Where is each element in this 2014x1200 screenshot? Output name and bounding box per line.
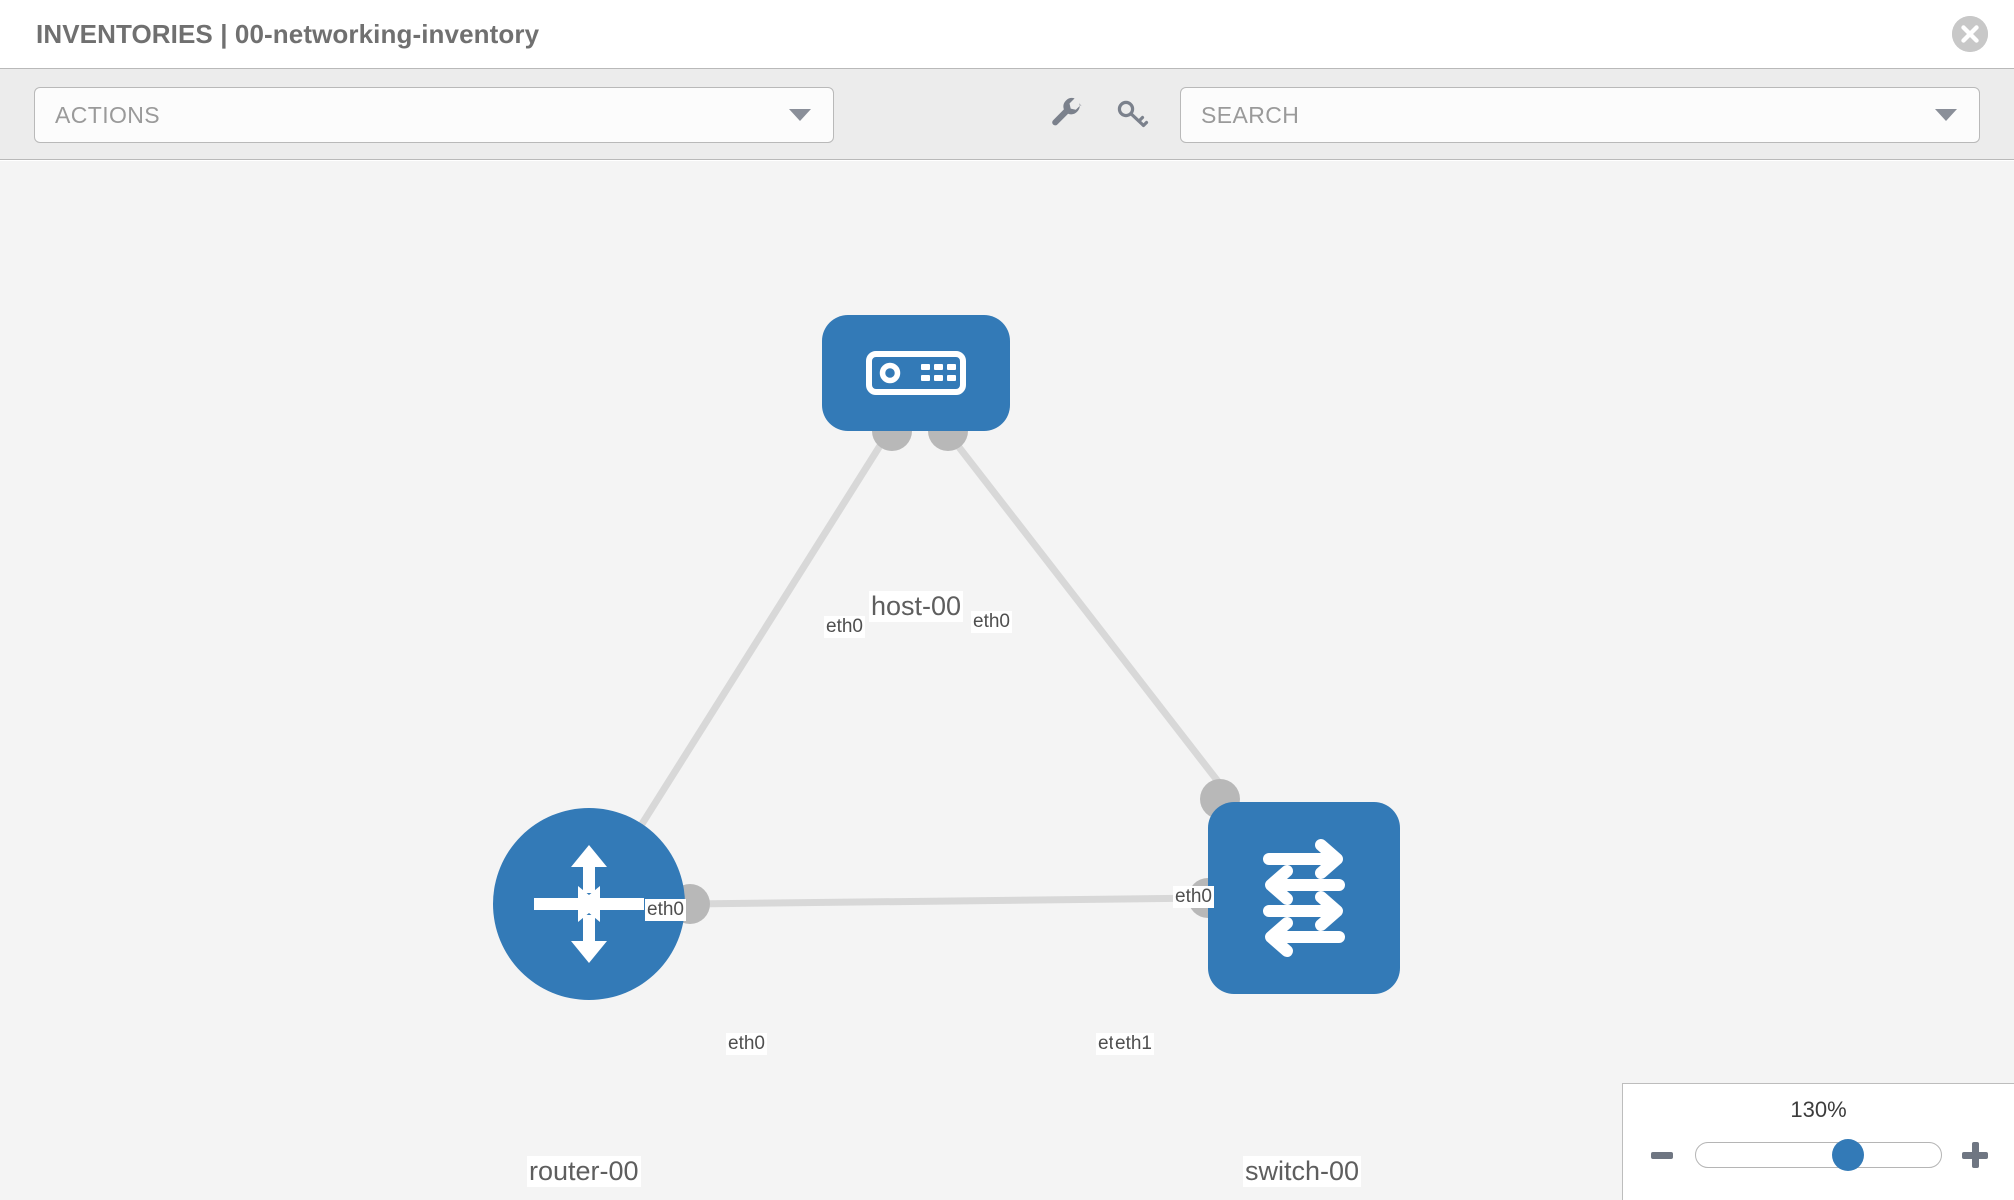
node-host-00[interactable] <box>822 315 1010 431</box>
key-icon[interactable] <box>1110 92 1154 136</box>
topology-edges <box>622 430 1271 908</box>
server-icon <box>866 351 966 395</box>
edge-router00-switch00 <box>689 894 1209 908</box>
zoom-slider-thumb[interactable] <box>1831 1139 1864 1171</box>
toolbar: ACTIONS SEARCH <box>0 68 2014 160</box>
plus-icon[interactable] <box>1958 1138 1992 1172</box>
router-arrows-icon <box>534 845 644 963</box>
switch-arrows-icon <box>1263 839 1345 957</box>
page-header: INVENTORIES | 00-networking-inventory <box>0 0 2014 68</box>
topology-canvas[interactable]: host-00 router-00 switch-00 eth0 eth0 et… <box>0 161 2014 1200</box>
close-icon[interactable] <box>1952 16 1988 52</box>
zoom-level-label: 130% <box>1790 1097 1847 1122</box>
zoom-slider[interactable] <box>1695 1139 1942 1171</box>
chevron-down-icon <box>789 109 811 121</box>
actions-dropdown[interactable]: ACTIONS <box>34 87 834 143</box>
node-switch-00[interactable] <box>1208 802 1400 994</box>
edge-host00-switch00 <box>945 430 1271 849</box>
search-input[interactable]: SEARCH <box>1180 87 1980 143</box>
wrench-icon[interactable] <box>1044 92 1088 136</box>
actions-dropdown-label: ACTIONS <box>55 101 161 128</box>
chevron-down-icon[interactable] <box>1935 109 1957 121</box>
node-router-00[interactable] <box>493 808 685 1000</box>
search-placeholder: SEARCH <box>1201 101 1300 128</box>
minus-icon[interactable] <box>1645 1138 1679 1172</box>
zoom-control-row <box>1645 1138 1992 1172</box>
zoom-control-panel: 130% <box>1622 1083 2014 1200</box>
edge-host00-router00 <box>622 431 891 853</box>
page-title: INVENTORIES | 00-networking-inventory <box>36 18 540 49</box>
